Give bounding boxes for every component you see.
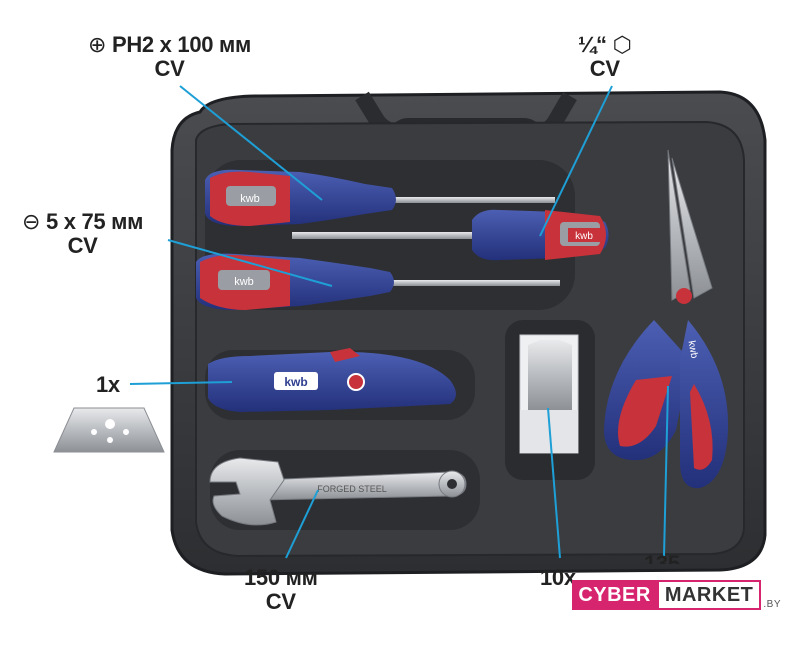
label-hex-size: ¼“ (578, 32, 607, 57)
watermark-suffix: .BY (763, 599, 781, 610)
label-scissors-partial: 135 (644, 552, 680, 564)
watermark-part-cyber: CYBER (572, 580, 657, 610)
label-wrench: 150 мм CV (244, 566, 318, 614)
utility-knife: kwb (208, 348, 456, 412)
wrench-engraving: FORGED STEEL (317, 484, 387, 494)
adjustable-wrench: FORGED STEEL (209, 457, 467, 526)
spare-blade (53, 407, 165, 453)
label-hex: ¼“ ⬡ CV (578, 32, 632, 81)
brand-logo-kwb: kwb (284, 375, 307, 389)
callout-line-blades (547, 407, 561, 559)
label-flat-size: 5 x 75 мм (45, 209, 144, 234)
callout-line-hex (539, 85, 613, 237)
hexagon-icon: ⬡ (612, 32, 632, 57)
flat-slot-icon: ⊖ (22, 209, 41, 234)
label-phillips: ⊕ PH2 x 100 мм CV (88, 33, 251, 81)
label-wrench-material: CV (265, 589, 296, 614)
watermark-part-market: MARKET (656, 580, 762, 610)
callout-line-flat (167, 239, 333, 287)
callout-line-wrench (285, 489, 319, 559)
watermark-cybermarket: CYBER MARKET .BY (572, 580, 781, 610)
label-blade-count: 1x (96, 372, 120, 397)
label-wrench-size: 150 мм (244, 565, 318, 590)
brand-logo-kwb: kwb (240, 193, 260, 205)
phillips-screwdriver: kwb (205, 169, 555, 226)
phillips-icon: ⊕ (88, 32, 107, 57)
brand-logo-kwb: kwb (234, 276, 254, 288)
label-phillips-size: PH2 x 100 мм (111, 32, 251, 57)
callout-line-knife (129, 381, 233, 385)
brand-logo-kwb: kwb (575, 231, 593, 242)
label-hex-material: CV (589, 56, 620, 81)
callout-lines (129, 85, 669, 559)
label-flat: ⊖ 5 x 75 мм CV (22, 210, 143, 258)
blade-pack (519, 334, 579, 454)
callout-line-scissors (663, 385, 669, 557)
scissors: kwb (604, 149, 729, 489)
label-flat-material: CV (67, 233, 98, 258)
label-blades-pack: 10x (540, 565, 576, 590)
hex-screwdriver: kwb (292, 209, 609, 261)
label-phillips-material: CV (154, 56, 185, 81)
brand-logo-kwb: kwb (686, 340, 700, 360)
flat-screwdriver: kwb (196, 253, 560, 310)
callout-line-phillips (179, 85, 323, 201)
